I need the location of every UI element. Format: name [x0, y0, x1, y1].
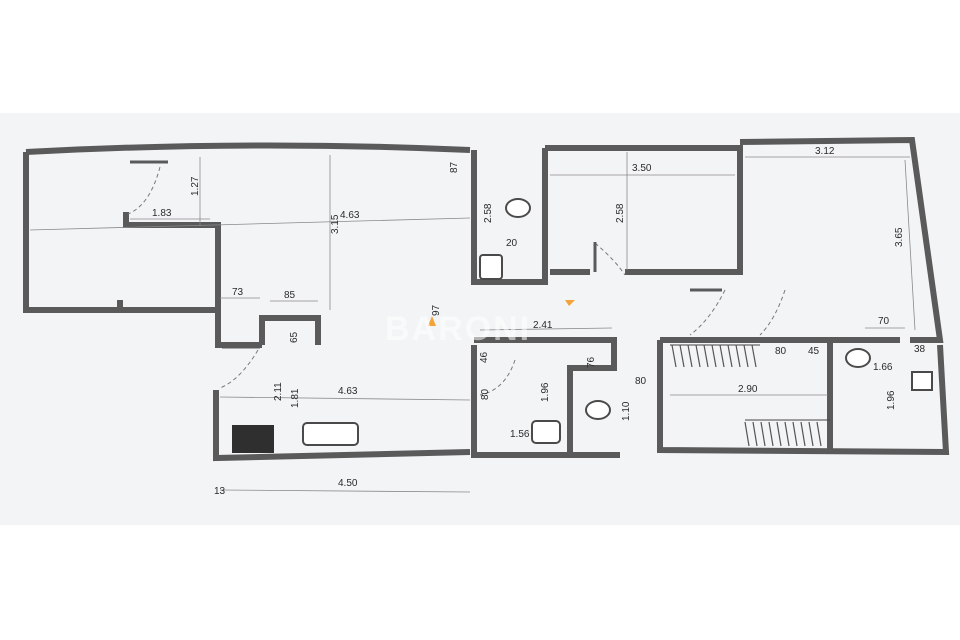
dim-label: 1.56: [510, 429, 530, 440]
dim-label: 85: [284, 290, 296, 301]
dim-label: 1.10: [621, 401, 632, 421]
dim-label: 1.81: [290, 388, 301, 408]
dim-label: 2.90: [738, 384, 758, 395]
dim-label: 1.96: [540, 382, 551, 402]
dim-label: 87: [449, 161, 460, 173]
dim-label: 20: [506, 238, 518, 249]
wall-closet: [657, 340, 950, 456]
dim-label: 13: [214, 486, 226, 497]
dim-label: 73: [232, 287, 244, 298]
dim-label: 1.83: [152, 208, 172, 219]
dim-label: 2.11: [273, 382, 284, 401]
stove-icon: [232, 425, 274, 453]
dim-label: 76: [586, 356, 597, 368]
sink-icon: [479, 254, 503, 280]
dim-label: 2.41: [533, 320, 553, 331]
dim-label: 70: [878, 316, 890, 327]
dim-label: 80: [775, 346, 787, 357]
wall-bath-1: [471, 148, 548, 285]
wall-inner-room: [120, 212, 221, 313]
dim-label: 1.27: [190, 176, 201, 196]
wall-kitchen: [213, 390, 471, 462]
dim-label: 3.65: [894, 227, 905, 247]
dim-label: 45: [808, 346, 820, 357]
dim-label: 46: [479, 351, 490, 363]
dim-label: 3.15: [330, 214, 341, 234]
dim-label: 97: [431, 304, 442, 316]
toilet-icon: [505, 198, 531, 218]
dim-label: 4.63: [340, 210, 360, 221]
dim-label: 4.50: [338, 478, 358, 489]
accent-marker-icon: [428, 316, 436, 326]
kitchen-sink-icon: [302, 422, 359, 446]
dim-label: 3.50: [632, 163, 652, 174]
dim-label: 38: [914, 344, 926, 355]
dim-label: 4.63: [338, 386, 358, 397]
dim-label: 80: [480, 388, 491, 400]
wall-bedroom-right: [739, 136, 944, 343]
dim-label: 80: [635, 376, 647, 387]
dim-label: 65: [289, 331, 300, 343]
door-swing: [127, 166, 161, 215]
dim-label: 3.12: [815, 146, 835, 157]
dim-label: 2.58: [615, 203, 626, 223]
wall-top-left: [25, 142, 471, 155]
dim-label: 1.66: [873, 362, 893, 373]
watermark: BARONI: [385, 310, 531, 348]
dim-label: 1.96: [886, 390, 897, 410]
wall-left-room: [23, 152, 120, 313]
dim-label: 2.58: [483, 203, 494, 223]
